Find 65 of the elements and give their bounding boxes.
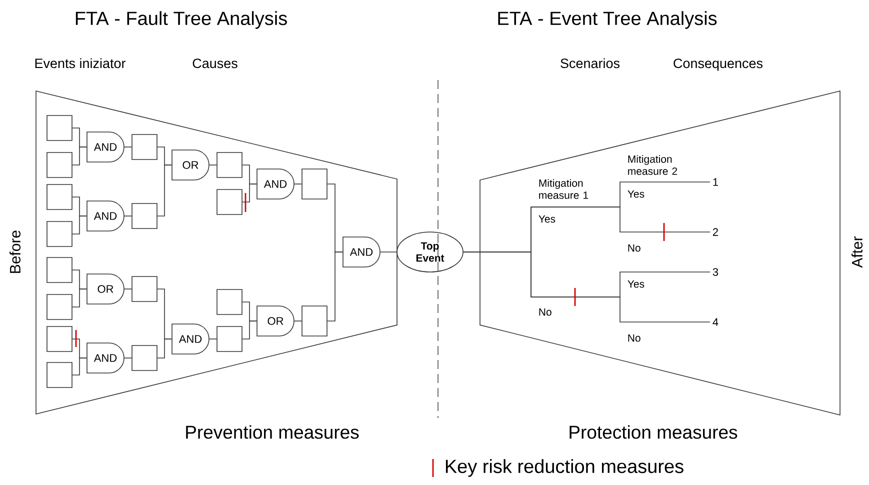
branch-label: Yes <box>538 215 556 223</box>
event-box <box>132 203 158 229</box>
branch-label: Yes <box>628 280 644 288</box>
event-box <box>46 115 72 141</box>
column-heading: Causes <box>192 58 238 68</box>
event-box <box>216 326 242 352</box>
event-box <box>132 345 158 371</box>
event-box <box>46 221 72 247</box>
branch-heading: Mitigation measure 2 <box>628 155 678 175</box>
connector-line <box>209 164 217 166</box>
logic-gate: AND <box>172 324 210 354</box>
event-box <box>302 306 328 336</box>
legend-item: Key risk reduction measures <box>432 459 684 477</box>
outcome-number: 2 <box>712 228 718 236</box>
branch-label: No <box>539 308 552 316</box>
logic-gate: AND <box>256 168 294 200</box>
event-box <box>216 289 242 315</box>
logic-gate: AND <box>86 342 124 374</box>
outcome-number: 4 <box>712 318 718 326</box>
column-heading: Consequences <box>674 58 763 71</box>
title: ETA - Event Tree Analysis <box>498 11 717 29</box>
connector-line <box>157 338 172 358</box>
branch-label: No <box>628 244 640 252</box>
event-box <box>132 276 158 302</box>
event-box <box>46 362 72 388</box>
logic-gate: OR <box>86 274 124 304</box>
connector-line <box>209 338 217 340</box>
event-box <box>132 134 158 160</box>
side-label: After <box>852 236 862 268</box>
connector-line <box>124 146 132 148</box>
connector-line <box>124 288 132 290</box>
event-box <box>302 168 328 200</box>
connector-line <box>157 164 172 216</box>
logic-gate: OR <box>256 306 294 336</box>
branch-label: No <box>628 334 640 342</box>
connector-line <box>242 184 257 202</box>
title: FTA - Fault Tree Analysis <box>76 11 287 29</box>
column-heading: Scenarios <box>560 58 620 68</box>
side-label: Before <box>10 230 20 273</box>
event-box <box>216 152 242 178</box>
outcome-number: 1 <box>713 178 718 186</box>
node-label: Protection measures <box>570 425 738 439</box>
logic-gate: OR <box>172 150 210 180</box>
connector-line <box>294 320 302 322</box>
event-box <box>46 257 72 283</box>
event-box <box>216 189 242 215</box>
node-label: Prevention measures <box>186 425 359 439</box>
connector-line <box>242 320 257 340</box>
connector-line <box>72 288 87 308</box>
event-box <box>46 294 72 320</box>
branch-heading: Mitigation measure 1 <box>539 179 588 199</box>
connector-line <box>72 358 87 376</box>
event-box <box>46 152 72 178</box>
connector-line <box>463 252 710 322</box>
branch-label: Yes <box>628 190 644 198</box>
connector-line <box>72 146 87 166</box>
logic-gate: AND <box>342 236 380 268</box>
logic-gate: AND <box>86 132 124 162</box>
outcome-number: 3 <box>712 268 718 276</box>
connector-line <box>72 216 87 234</box>
event-box <box>46 184 72 210</box>
logic-gate: AND <box>86 200 124 232</box>
column-heading: Events iniziator <box>35 58 126 68</box>
event-box <box>46 326 72 352</box>
connector-line <box>327 252 343 322</box>
